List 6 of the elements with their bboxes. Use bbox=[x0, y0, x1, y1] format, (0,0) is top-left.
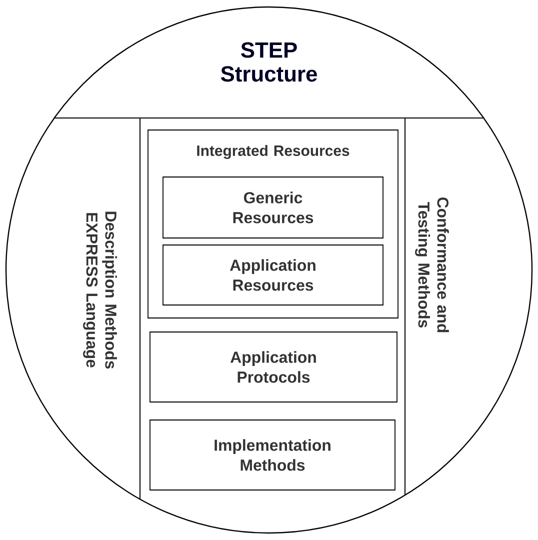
region-label: Conformance and Testing Methods bbox=[415, 197, 449, 332]
part-box: Application Protocols bbox=[150, 332, 398, 402]
part-box: Application Resources bbox=[162, 244, 384, 306]
region-label: Description Methods EXPRESS Language bbox=[83, 212, 117, 369]
part-box: Generic Resources bbox=[162, 176, 384, 238]
part-box: Implementation Methods bbox=[150, 420, 396, 490]
